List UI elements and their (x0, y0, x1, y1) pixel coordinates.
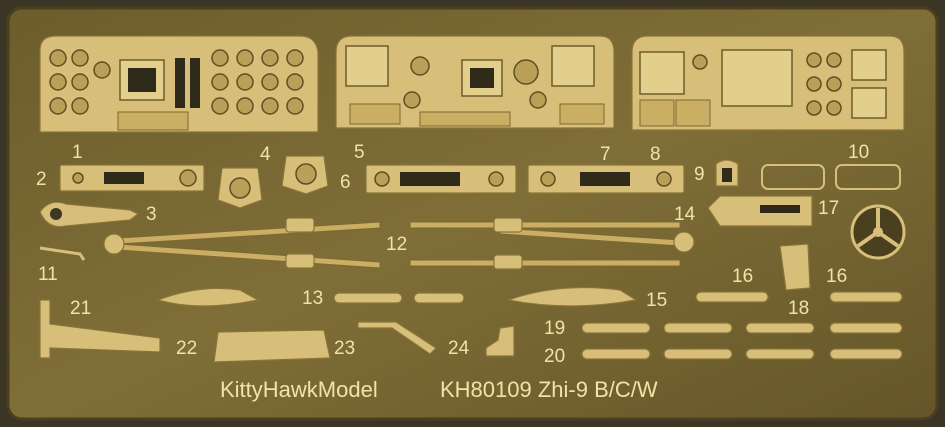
part-number-22: 22 (176, 338, 197, 359)
part-number-16a: 16 (732, 266, 753, 287)
rotor-hub-17 (850, 204, 906, 260)
part-number-1: 1 (72, 142, 83, 163)
part-number-20: 20 (544, 346, 565, 367)
panel-strip-2 (59, 164, 205, 192)
rod-16b (829, 291, 903, 303)
dial-bezel-4b (281, 155, 329, 195)
part-number-18: 18 (788, 298, 809, 319)
pedal-21 (39, 299, 161, 359)
part-number-12: 12 (386, 234, 407, 255)
wire-11 (39, 246, 86, 261)
part-number-4: 4 (260, 144, 271, 165)
rail-12-upper-left (117, 217, 381, 245)
part-number-19: 19 (544, 318, 565, 339)
rods-19 (581, 322, 903, 334)
part-number-11: 11 (38, 264, 58, 285)
panel-strip-6 (365, 164, 517, 194)
instrument-panel-8 (631, 35, 905, 131)
part-number-9: 9 (694, 164, 705, 185)
part-number-5: 5 (354, 142, 365, 163)
sprocket-bracket-3 (39, 201, 140, 228)
lever-24 (357, 321, 515, 357)
rail-12-upper-right (409, 217, 681, 247)
instrument-panel-5 (335, 35, 615, 129)
clip-9 (715, 159, 739, 187)
rod-13a (333, 292, 403, 304)
part-number-10: 10 (848, 142, 869, 163)
plate-18 (779, 243, 811, 291)
rail-12-lower-right (409, 254, 681, 270)
part-number-6: 6 (340, 172, 351, 193)
part-number-23: 23 (334, 338, 355, 359)
outline-frame-10 (761, 164, 901, 190)
part-number-3: 3 (146, 204, 157, 225)
tray-14 (707, 195, 813, 227)
part-number-21: 21 (70, 298, 91, 319)
part-number-17: 17 (818, 198, 839, 219)
plate-23 (213, 329, 331, 363)
part-number-7: 7 (600, 144, 611, 165)
rod-16a (695, 291, 769, 303)
part-number-13: 13 (302, 288, 323, 309)
dial-bezel-4a (217, 167, 263, 209)
bracket-15 (505, 286, 638, 307)
bracket-13-left (156, 287, 260, 307)
rods-20 (581, 348, 903, 360)
brand-name: KittyHawkModel (220, 377, 378, 402)
part-number-24: 24 (448, 338, 470, 359)
part-number-14: 14 (674, 204, 696, 225)
product-code: KH80109 Zhi-9 B/C/W (440, 377, 658, 402)
rail-12-lower-left (117, 243, 381, 269)
rod-13b (413, 292, 465, 304)
instrument-panel-1 (39, 35, 319, 133)
part-number-2: 2 (36, 169, 47, 190)
part-number-16b: 16 (826, 266, 847, 287)
panel-strip-7 (527, 164, 685, 194)
part-number-15: 15 (646, 290, 667, 311)
part-number-8: 8 (650, 144, 661, 165)
